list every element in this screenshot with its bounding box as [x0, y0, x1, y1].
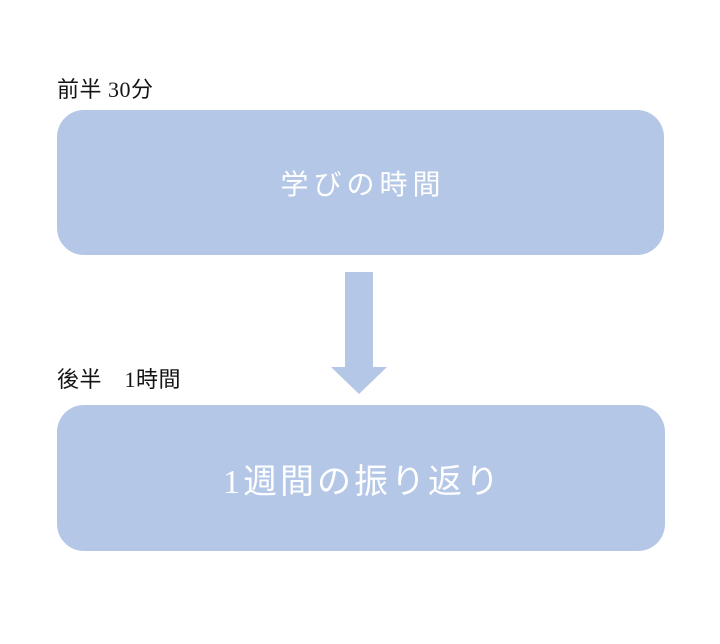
step-1-label: 前半 30分	[57, 77, 154, 102]
step-2-label: 後半 1時間	[57, 367, 182, 392]
down-arrow-shape	[331, 272, 387, 394]
step-2-box: 1週間の振り返り	[57, 405, 665, 551]
step-2-title: 1週間の振り返り	[223, 463, 502, 501]
step-1-box: 学びの時間	[57, 110, 664, 255]
step-1-title: 学びの時間	[280, 169, 446, 201]
down-arrow-icon	[331, 272, 387, 394]
